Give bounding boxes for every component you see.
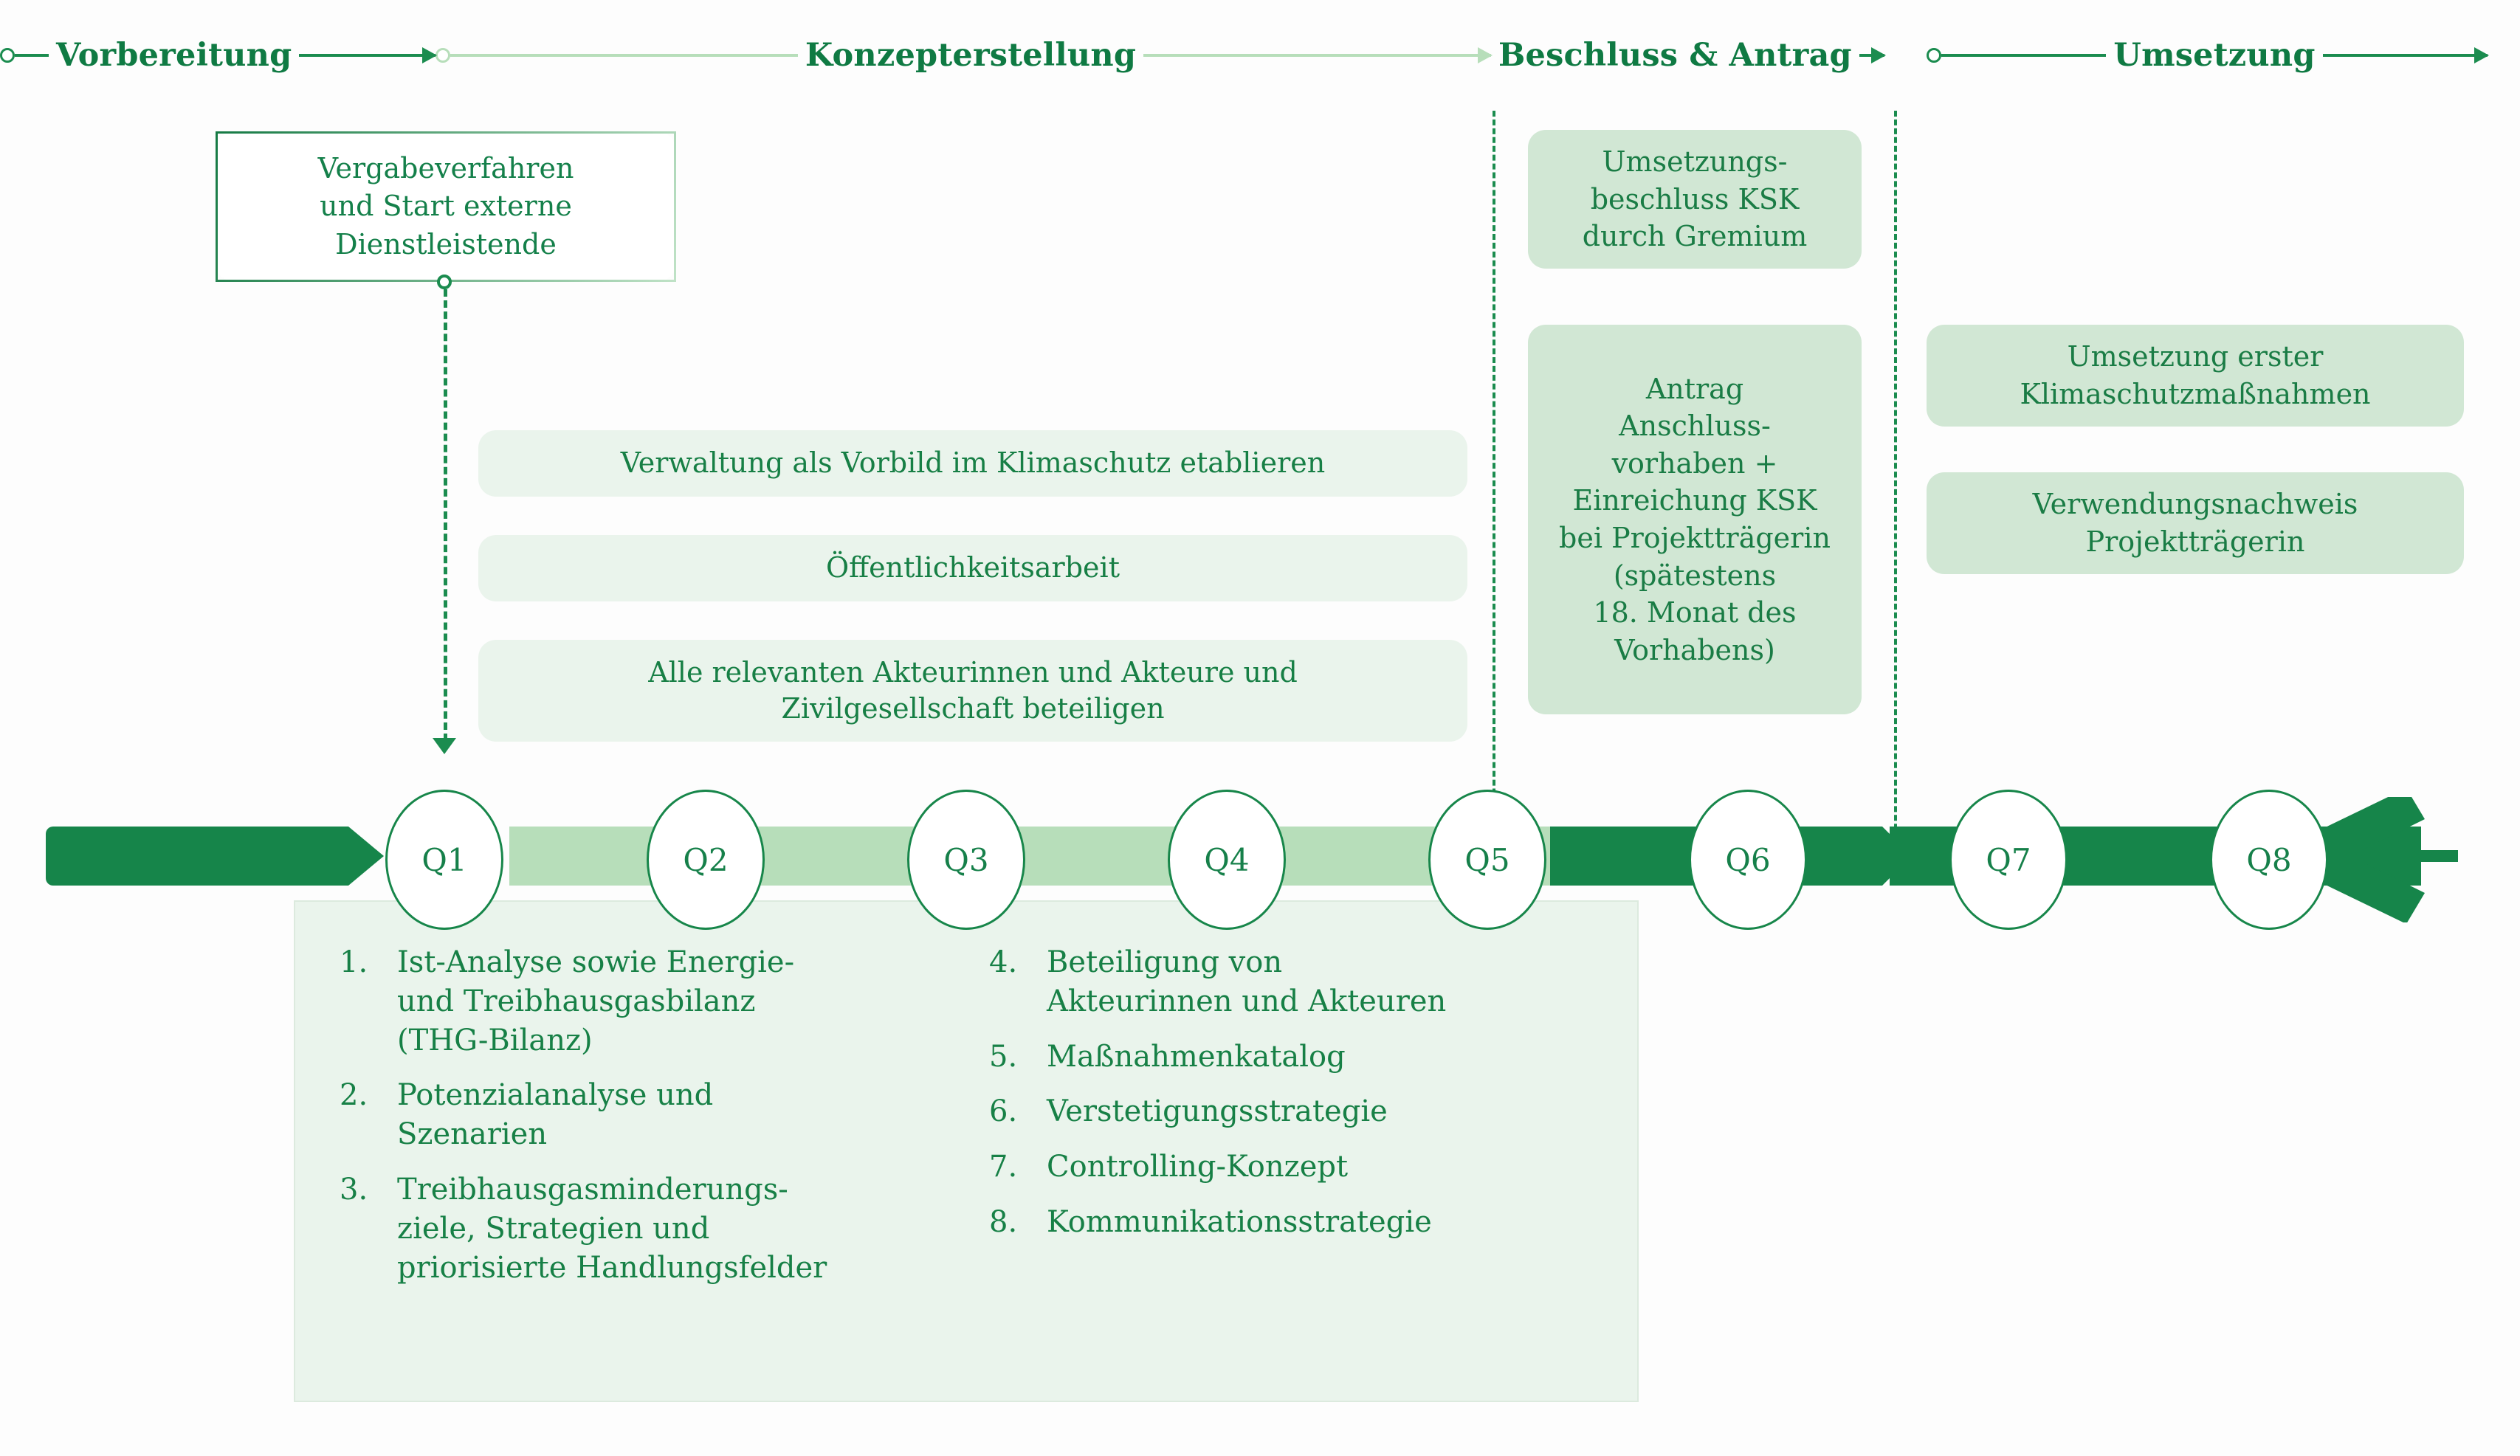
list-item-label: Kommunikationsstrategie [1047, 1204, 1432, 1239]
callout-connector-arrow-icon [433, 738, 456, 754]
phase-konzepterstellung[interactable]: Konzepterstellung [436, 30, 1491, 81]
list-item-number: 6. [989, 1094, 1018, 1129]
timeline-segment-q6-q7 [1772, 827, 1912, 886]
list-item-number: 4. [989, 945, 1018, 979]
list-item-label: Potenzialanalyse und Szenarien [397, 1078, 714, 1152]
phase-label-konzepterstellung: Konzepterstellung [805, 37, 1137, 74]
list-item-number: 7. [989, 1150, 1018, 1184]
callout-text: Vergabeverfahren und Start externe Diens… [317, 152, 574, 261]
list-item-label: Beteiligung von Akteurinnen und Akteuren [1047, 945, 1447, 1018]
list-item-number: 2. [340, 1078, 368, 1113]
box-text: Umsetzungs- beschluss KSK durch Gremium [1582, 145, 1808, 253]
quarter-label: Q8 [2246, 841, 2292, 878]
box-umsetzung-klimaschutzmassnahmen[interactable]: Umsetzung erster Klimaschutzmaßnahmen [1927, 325, 2464, 427]
pill-verwaltung-vorbild[interactable]: Verwaltung als Vorbild im Klimaschutz et… [478, 430, 1467, 497]
phase-label-beschluss-antrag: Beschluss & Antrag [1498, 37, 1852, 74]
deliverables-column-right: 4. Beteiligung von Akteurinnen und Akteu… [989, 943, 1617, 1258]
box-text: Verwendungsnachweis Projektträgerin [2032, 488, 2358, 558]
box-verwendungsnachweis[interactable]: Verwendungsnachweis Projektträgerin [1927, 472, 2464, 574]
quarter-marker-q4[interactable]: Q4 [1168, 790, 1286, 930]
phase-start-dot-icon [1927, 48, 1941, 63]
quarter-label: Q2 [683, 841, 729, 878]
quarter-marker-q3[interactable]: Q3 [907, 790, 1025, 930]
callout-connector-knob-icon [437, 275, 452, 289]
quarter-marker-q1[interactable]: Q1 [385, 790, 503, 930]
list-item[interactable]: 8. Kommunikationsstrategie [989, 1203, 1617, 1242]
deliverables-panel [294, 900, 1639, 1402]
phase-separator-beschluss [1493, 111, 1495, 856]
pill-akteure-beteiligen[interactable]: Alle relevanten Akteurinnen und Akteure … [478, 640, 1467, 742]
phase-start-dot-icon [436, 48, 450, 63]
quarter-label: Q1 [421, 841, 467, 878]
phase-arrow-icon [1143, 54, 1491, 57]
deliverables-column-left: 1. Ist-Analyse sowie Energie- und Treibh… [340, 943, 952, 1303]
pill-oeffentlichkeitsarbeit[interactable]: Öffentlichkeitsarbeit [478, 535, 1467, 601]
phase-rule [450, 54, 798, 57]
pill-text: Verwaltung als Vorbild im Klimaschutz et… [620, 446, 1326, 480]
list-item[interactable]: 6. Verstetigungsstrategie [989, 1092, 1617, 1131]
phase-arrow-icon [2322, 54, 2488, 57]
quarter-label: Q7 [1986, 841, 2031, 878]
quarter-marker-q7[interactable]: Q7 [1949, 790, 2068, 930]
list-item[interactable]: 3. Treibhausgasminderungs- ziele, Strate… [340, 1170, 952, 1287]
list-item-number: 1. [340, 945, 368, 979]
box-antrag-anschlussvorhaben[interactable]: Antrag Anschluss- vorhaben + Einreichung… [1528, 325, 1862, 714]
list-item-number: 5. [989, 1039, 1018, 1074]
quarter-marker-q8[interactable]: Q8 [2210, 790, 2328, 930]
quarter-marker-q5[interactable]: Q5 [1428, 790, 1546, 930]
list-item-label: Maßnahmenkatalog [1047, 1039, 1346, 1074]
phase-arrow-icon [1859, 54, 1884, 57]
phase-header-row: Vorbereitung Konzepterstellung Beschluss… [0, 30, 2520, 81]
phase-rule [15, 54, 49, 57]
callout-vergabeverfahren[interactable]: Vergabeverfahren und Start externe Diens… [216, 131, 676, 282]
quarter-label: Q4 [1204, 841, 1250, 878]
pill-text: Öffentlichkeitsarbeit [826, 551, 1120, 584]
list-item-label: Ist-Analyse sowie Energie- und Treibhaus… [397, 945, 795, 1058]
list-item[interactable]: 4. Beteiligung von Akteurinnen und Akteu… [989, 943, 1617, 1021]
quarter-label: Q3 [943, 841, 989, 878]
quarter-marker-q2[interactable]: Q2 [647, 790, 765, 930]
list-item[interactable]: 2. Potenzialanalyse und Szenarien [340, 1076, 952, 1154]
pill-text: Alle relevanten Akteurinnen und Akteure … [648, 655, 1298, 725]
quarter-label: Q6 [1725, 841, 1771, 878]
phase-vorbereitung[interactable]: Vorbereitung [0, 30, 436, 81]
phase-rule [1941, 54, 2107, 57]
quarter-marker-q6[interactable]: Q6 [1689, 790, 1807, 930]
list-item-label: Controlling-Konzept [1047, 1150, 1349, 1184]
list-item-label: Treibhausgasminderungs- ziele, Strategie… [397, 1172, 827, 1285]
list-item[interactable]: 7. Controlling-Konzept [989, 1148, 1617, 1187]
timeline-end-arrow-icon [2266, 788, 2458, 924]
timeline-lead-bar [46, 827, 384, 886]
phase-umsetzung[interactable]: Umsetzung [1927, 30, 2488, 81]
phase-arrow-icon [299, 54, 436, 57]
phase-start-dot-icon [0, 48, 15, 63]
box-text: Umsetzung erster Klimaschutzmaßnahmen [2020, 340, 2371, 410]
quarter-label: Q5 [1464, 841, 1510, 878]
list-item-number: 3. [340, 1172, 368, 1207]
quarter-timeline: Q1 Q2 Q3 Q4 Q5 Q6 Q7 Q8 [0, 788, 2520, 930]
phase-label-vorbereitung: Vorbereitung [56, 37, 292, 74]
callout-connector-line [444, 289, 447, 741]
phase-separator-umsetzung [1894, 111, 1897, 856]
box-text: Antrag Anschluss- vorhaben + Einreichung… [1559, 372, 1831, 666]
list-item[interactable]: 1. Ist-Analyse sowie Energie- und Treibh… [340, 943, 952, 1060]
list-item[interactable]: 5. Maßnahmenkatalog [989, 1038, 1617, 1077]
box-umsetzungsbeschluss[interactable]: Umsetzungs- beschluss KSK durch Gremium [1528, 130, 1862, 269]
phase-label-umsetzung: Umsetzung [2113, 37, 2316, 74]
list-item-label: Verstetigungsstrategie [1047, 1094, 1388, 1129]
phase-beschluss-antrag[interactable]: Beschluss & Antrag [1491, 30, 1927, 81]
list-item-number: 8. [989, 1204, 1018, 1239]
